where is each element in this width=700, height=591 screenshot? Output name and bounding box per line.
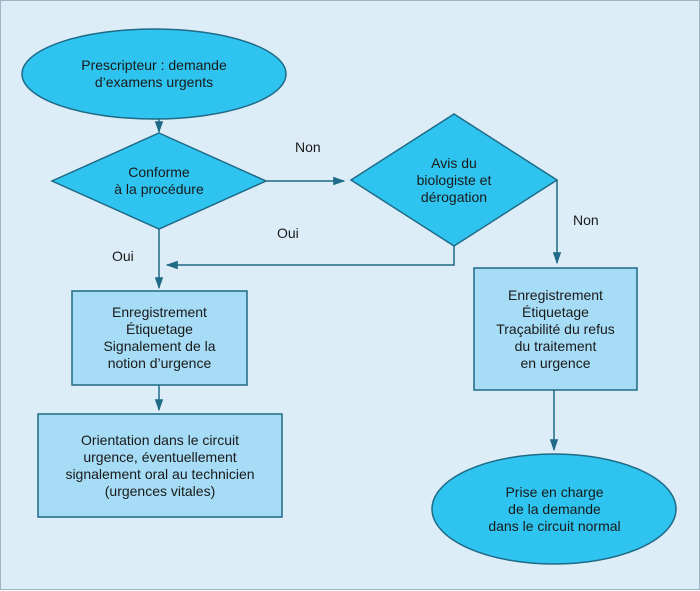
enregistrement-left-text: Enregistrement Étiquetage Signalement de… xyxy=(103,304,216,371)
label-conforme-oui: Oui xyxy=(112,248,134,264)
label-avis-oui: Oui xyxy=(277,225,299,241)
start-text: Prescripteur : demande d’examens urgents xyxy=(81,57,227,90)
conforme-text: Conforme à la procédure xyxy=(114,164,204,197)
orientation-text: Orientation dans le circuit urgence, éve… xyxy=(65,432,255,499)
enregistrement-right-box xyxy=(473,267,638,391)
orientation-box xyxy=(37,413,283,518)
enregistrement-right-text: Enregistrement Étiquetage Traçabilité du… xyxy=(496,286,615,371)
prise-text: Prise en charge de la demande dans le ci… xyxy=(488,483,621,534)
label-conforme-non: Non xyxy=(295,139,321,155)
arrow-avis-oui-merge xyxy=(165,246,455,270)
prise-ellipse xyxy=(431,453,677,565)
avis-text: Avis du biologiste et dérogation xyxy=(416,154,492,205)
start-ellipse xyxy=(21,28,287,120)
label-avis-non: Non xyxy=(573,212,599,228)
